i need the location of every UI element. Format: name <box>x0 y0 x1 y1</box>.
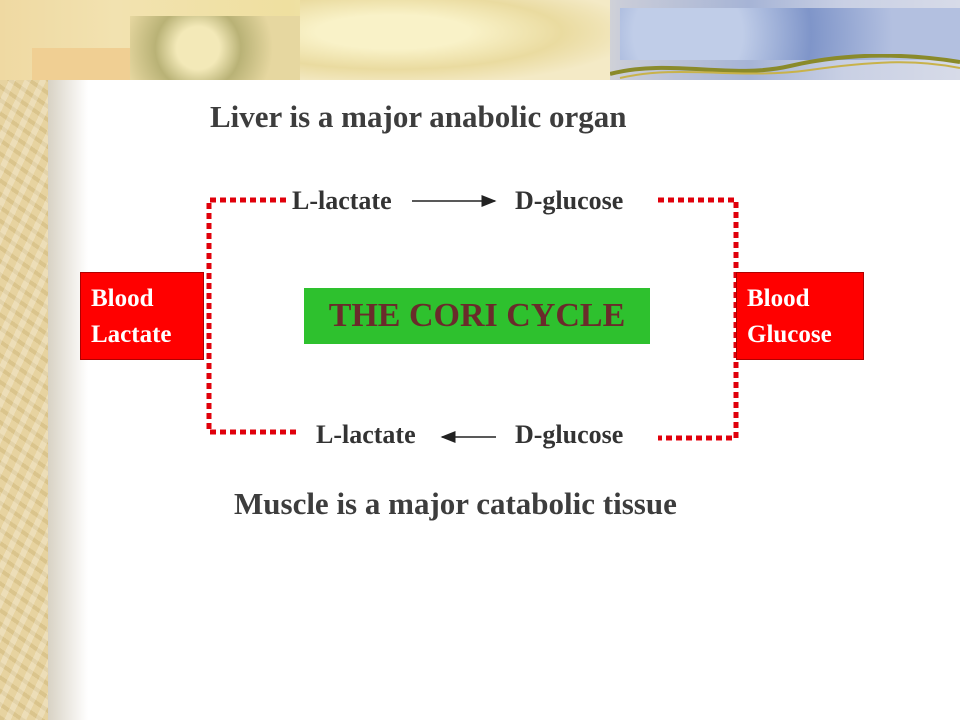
liver-lactate-label: L-lactate <box>292 186 392 215</box>
blood-glucose-line1: Blood <box>747 285 810 312</box>
liver-title: Liver is a major anabolic organ <box>210 99 627 134</box>
banner-floral-image <box>300 0 610 80</box>
banner-blue-image <box>620 8 960 60</box>
decorative-left-shadow <box>48 80 88 720</box>
blood-lactate-line1: Blood <box>91 285 154 312</box>
blood-glucose-line2: Glucose <box>747 321 832 348</box>
blood-glucose-box: Blood Glucose <box>736 272 864 360</box>
banner-leaf-image <box>130 16 300 80</box>
banner-wave-stroke <box>610 54 960 79</box>
decorative-left-strip <box>0 0 48 720</box>
muscle-glucose-label: D-glucose <box>515 420 624 449</box>
banner-tile <box>32 48 132 80</box>
muscle-title: Muscle is a major catabolic tissue <box>234 486 677 521</box>
blood-lactate-box: Blood Lactate <box>80 272 204 360</box>
blood-lactate-line2: Lactate <box>91 321 172 348</box>
dotted-path-left <box>206 197 296 435</box>
dotted-path-right <box>658 197 739 441</box>
muscle-lactate-label: L-lactate <box>316 420 416 449</box>
liver-glucose-label: D-glucose <box>515 186 624 215</box>
decorative-top-banner <box>0 0 960 80</box>
cori-cycle-label: THE CORI CYCLE <box>304 288 650 344</box>
